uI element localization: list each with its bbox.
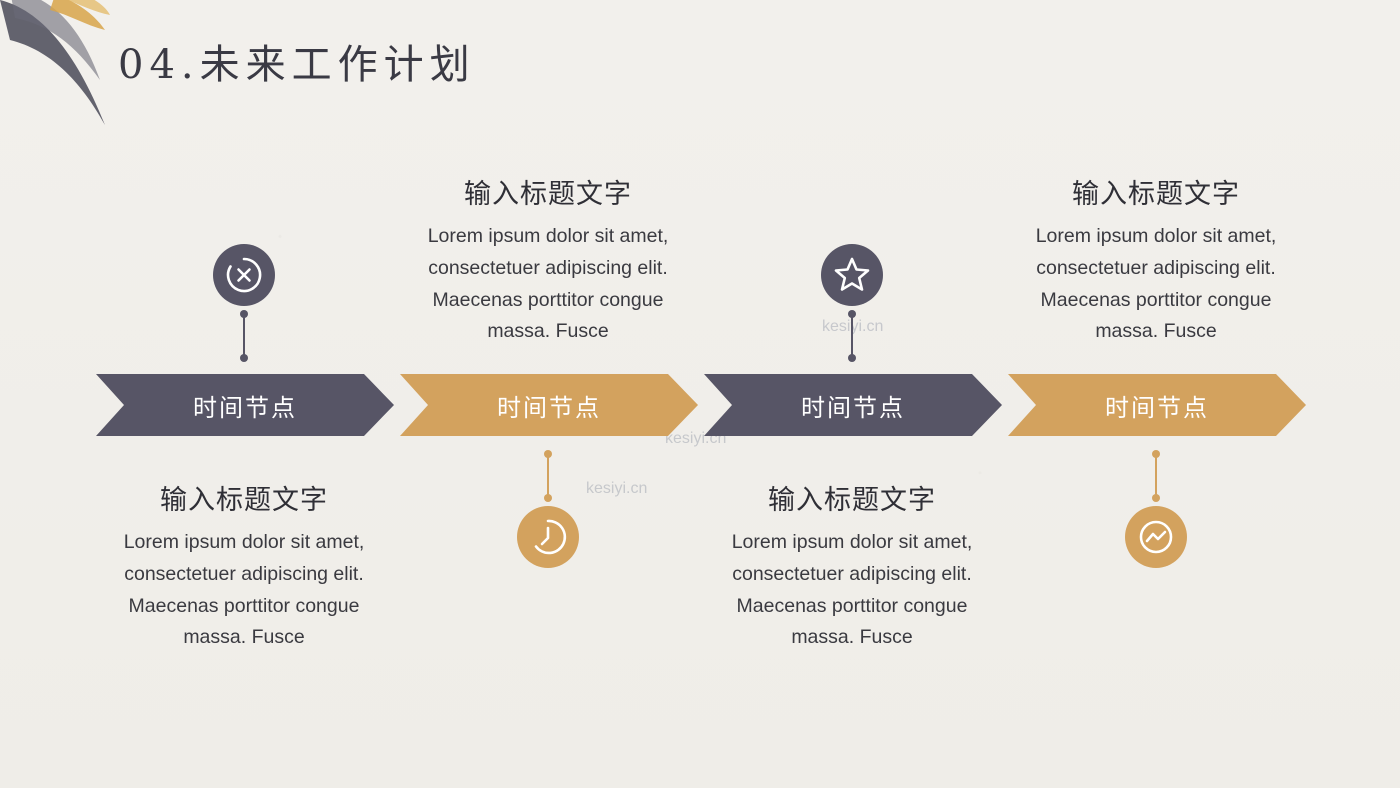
chevron-arrow-shape	[1008, 374, 1306, 436]
star-icon	[834, 257, 870, 291]
ink-brush-stroke-decoration	[0, 0, 110, 125]
node-3-connector-line	[851, 312, 853, 358]
timeline-node-1: 时间节点	[96, 374, 394, 436]
connector-dot	[1152, 450, 1160, 458]
page-title: 04.未来工作计划	[118, 42, 476, 88]
timeline-node-label: 时间节点	[193, 393, 297, 422]
node-2-block-body: Lorem ipsum dolor sit amet, consectetuer…	[427, 225, 669, 343]
node-4-block-title: 输入标题文字	[1072, 179, 1240, 210]
node-3-text-block: 输入标题文字 Lorem ipsum dolor sit amet, conse…	[702, 478, 1002, 654]
node-4-icon-badge	[1125, 506, 1187, 568]
timeline-node-2: 时间节点	[400, 374, 698, 436]
clock-icon	[534, 519, 567, 555]
node-3-icon-badge	[821, 244, 883, 306]
timeline-node-label: 时间节点	[497, 393, 601, 422]
timeline-node-label: 时间节点	[1105, 393, 1209, 422]
connector-dot	[544, 450, 552, 458]
watermark-text: kesiyi.cn	[586, 480, 648, 497]
connector-dot	[1152, 494, 1160, 502]
node-1-block-body: Lorem ipsum dolor sit amet, consectetuer…	[123, 531, 365, 649]
trend-chart-icon	[1139, 520, 1173, 554]
chevron-arrow-shape	[704, 374, 1002, 436]
node-1-connector-line	[243, 312, 245, 358]
chevron-arrow-shape	[400, 374, 698, 436]
chevron-arrow-shape	[96, 374, 394, 436]
timeline-node-3: 时间节点	[704, 374, 1002, 436]
node-4-connector-line	[1155, 454, 1157, 500]
connector-dot	[848, 354, 856, 362]
node-4-text-block: 输入标题文字 Lorem ipsum dolor sit amet, conse…	[1006, 172, 1306, 348]
node-3-block-body: Lorem ipsum dolor sit amet, consectetuer…	[731, 531, 973, 649]
node-4-block-body: Lorem ipsum dolor sit amet, consectetuer…	[1035, 225, 1277, 343]
connector-dot	[240, 354, 248, 362]
node-2-text-block: 输入标题文字 Lorem ipsum dolor sit amet, conse…	[398, 172, 698, 348]
node-2-block-title: 输入标题文字	[464, 179, 632, 210]
node-1-block-title: 输入标题文字	[160, 485, 328, 516]
timeline-node-4: 时间节点	[1008, 374, 1306, 436]
connector-dot	[240, 310, 248, 318]
connector-dot	[848, 310, 856, 318]
node-1-text-block: 输入标题文字 Lorem ipsum dolor sit amet, conse…	[94, 478, 394, 654]
connector-dot	[544, 494, 552, 502]
timeline-node-label: 时间节点	[801, 393, 905, 422]
node-3-block-title: 输入标题文字	[768, 485, 936, 516]
node-1-icon-badge	[213, 244, 275, 306]
close-circle-icon	[226, 257, 262, 293]
node-2-connector-line	[547, 454, 549, 500]
node-2-icon-badge	[517, 506, 579, 568]
